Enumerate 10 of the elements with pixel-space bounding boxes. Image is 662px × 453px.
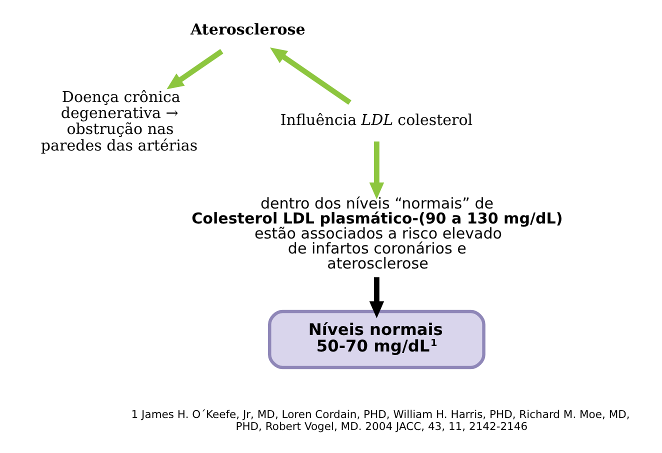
node-text: Aterosclerose bbox=[190, 20, 305, 39]
node-text: Doença crônica degenerativa → obstrução nas paredes das artérias bbox=[40, 88, 198, 154]
node-text: Influência LDL colesterol bbox=[280, 111, 472, 130]
node-text: dentro dos níveis “normais” de Colesterol LDL plasmático-(90 a 130 mg/dL) estão associados a risco elevado de infartos coronários e aterosclerose bbox=[191, 194, 562, 273]
arrow bbox=[368, 277, 384, 318]
arrow bbox=[166, 49, 223, 90]
node-box: Níveis normais 50-70 mg/dL$^{1}$ bbox=[268, 310, 485, 370]
label: 1 James H. O´Keefe, Jr, MD, Loren Cordain, PHD, William H. Harris, PHD, Richard M. Moe, MD, PHD, Robert Vogel, MD. 2004 JACC, 43, 11, 2142-2146 bbox=[130, 408, 630, 433]
arrow bbox=[269, 47, 351, 105]
arrow bbox=[368, 142, 384, 200]
